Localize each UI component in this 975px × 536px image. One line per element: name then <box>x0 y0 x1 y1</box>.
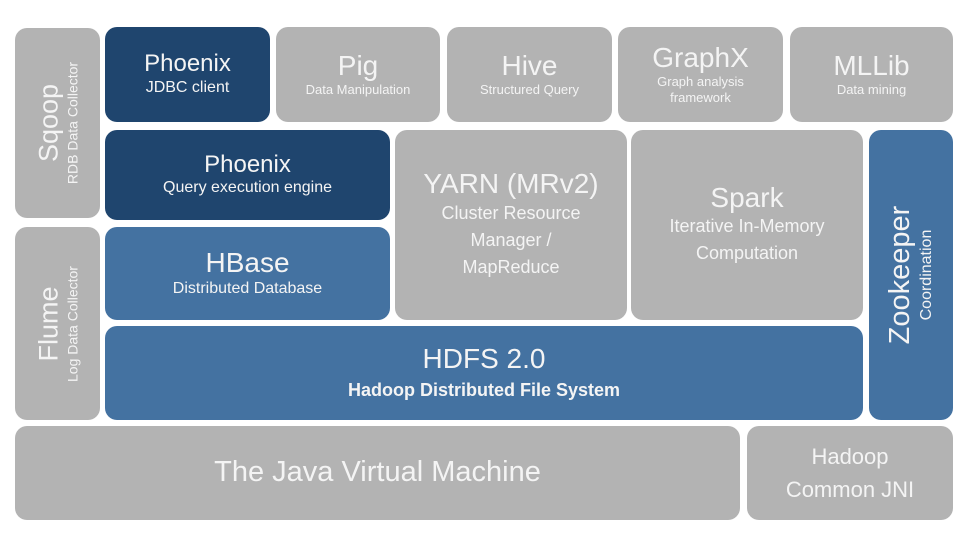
phoenix-jdbc-title: Phoenix <box>144 50 231 78</box>
graphx-box: GraphX Graph analysis framework <box>618 27 783 122</box>
sqoop-desc: RDB Data Collector <box>63 61 80 185</box>
jni-line2: Common JNI <box>785 477 915 502</box>
sqoop-box: Sqoop RDB Data Collector <box>15 28 100 218</box>
graphx-desc-line1: Graph analysis <box>657 73 744 89</box>
hdfs-box: HDFS 2.0 Hadoop Distributed File System <box>105 326 863 420</box>
zookeeper-desc: Coordination <box>917 229 935 321</box>
yarn-title: YARN (MRv2) <box>423 168 599 200</box>
hbase-box: HBase Distributed Database <box>105 227 390 320</box>
hbase-desc: Distributed Database <box>172 279 323 297</box>
hive-title: Hive <box>501 49 558 81</box>
yarn-box: YARN (MRv2) Cluster Resource Manager / M… <box>395 130 627 320</box>
phoenix-jdbc-box: Phoenix JDBC client <box>105 27 270 122</box>
jvm-box: The Java Virtual Machine <box>15 426 740 520</box>
phoenix-engine-desc: Query execution engine <box>163 179 332 197</box>
hive-box: Hive Structured Query <box>447 27 612 122</box>
spark-desc-line1: Iterative In-Memory <box>669 216 825 237</box>
graphx-desc-line2: framework <box>670 89 731 105</box>
zookeeper-title: Zookeeper <box>884 205 917 345</box>
jvm-title: The Java Virtual Machine <box>214 456 541 489</box>
yarn-desc-line2: Manager / <box>470 229 552 250</box>
hadoop-common-jni-box: Hadoop Common JNI <box>747 426 953 520</box>
graphx-title: GraphX <box>652 41 749 73</box>
flume-desc: Log Data Collector <box>63 265 80 382</box>
phoenix-jdbc-desc: JDBC client <box>145 78 230 96</box>
spark-desc-line2: Computation <box>695 243 799 264</box>
mllib-title: MLLib <box>833 49 910 81</box>
hdfs-title: HDFS 2.0 <box>422 343 546 375</box>
spark-title: Spark <box>710 181 784 213</box>
pig-box: Pig Data Manipulation <box>276 27 440 122</box>
phoenix-engine-title: Phoenix <box>204 150 291 178</box>
hdfs-desc: Hadoop Distributed File System <box>347 380 621 401</box>
pig-desc: Data Manipulation <box>305 81 411 97</box>
mllib-desc: Data mining <box>836 81 907 97</box>
spark-box: Spark Iterative In-Memory Computation <box>631 130 863 320</box>
pig-title: Pig <box>337 49 379 81</box>
flume-title: Flume <box>32 285 63 362</box>
mllib-box: MLLib Data mining <box>790 27 953 122</box>
yarn-desc-line3: MapReduce <box>462 256 560 277</box>
flume-box: Flume Log Data Collector <box>15 227 100 420</box>
jni-line1: Hadoop <box>811 444 889 469</box>
phoenix-engine-box: Phoenix Query execution engine <box>105 130 390 220</box>
hbase-title: HBase <box>205 247 290 279</box>
sqoop-title: Sqoop <box>32 83 63 163</box>
zookeeper-box: Zookeeper Coordination <box>869 130 953 420</box>
yarn-desc-line1: Cluster Resource <box>441 202 581 223</box>
hive-desc: Structured Query <box>480 81 579 97</box>
